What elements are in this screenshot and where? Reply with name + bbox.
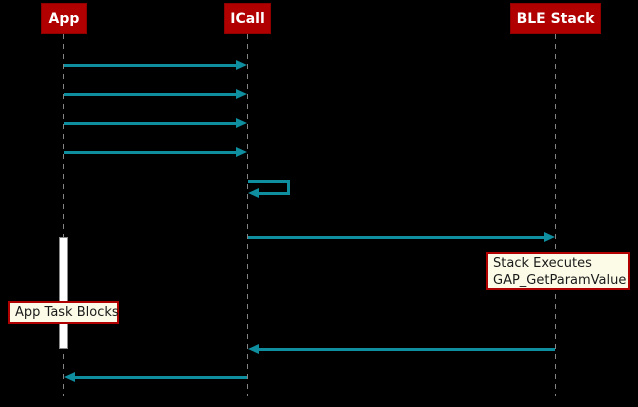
lifeline-icall: [247, 34, 248, 396]
message-arrow-1-line: [64, 64, 236, 67]
note-stack-executes: Stack Executes GAP_GetParamValue: [486, 252, 630, 290]
lifeline-app: [63, 34, 64, 396]
note-app-task-blocks: App Task Blocks: [8, 301, 119, 324]
note-stack-line-2: GAP_GetParamValue: [493, 273, 627, 288]
message-arrow-5-head: [544, 232, 555, 242]
message-arrow-6-line: [259, 348, 555, 351]
self-message-bottom-line: [259, 192, 290, 195]
participant-app: App: [41, 3, 87, 34]
self-message-top-line: [248, 180, 290, 183]
message-arrow-1-head: [236, 60, 247, 70]
message-arrow-7-line: [75, 376, 247, 379]
lifeline-ble-stack: [555, 34, 556, 396]
message-arrow-5-line: [248, 236, 544, 239]
participant-icall: ICall: [224, 3, 271, 34]
activation-bar-app: [59, 237, 68, 349]
participant-ble-stack: BLE Stack: [510, 3, 601, 34]
message-arrow-3-head: [236, 118, 247, 128]
self-message-vertical-line: [287, 180, 290, 195]
message-arrow-7-head: [64, 372, 75, 382]
message-arrow-3-line: [64, 122, 236, 125]
message-arrow-4-line: [64, 151, 236, 154]
message-arrow-2-line: [64, 93, 236, 96]
note-stack-line-1: Stack Executes: [493, 256, 592, 271]
message-arrow-6-head: [248, 344, 259, 354]
note-app-line-1: App Task Blocks: [15, 305, 119, 320]
message-arrow-2-head: [236, 89, 247, 99]
message-arrow-4-head: [236, 147, 247, 157]
self-message-head: [248, 188, 259, 198]
